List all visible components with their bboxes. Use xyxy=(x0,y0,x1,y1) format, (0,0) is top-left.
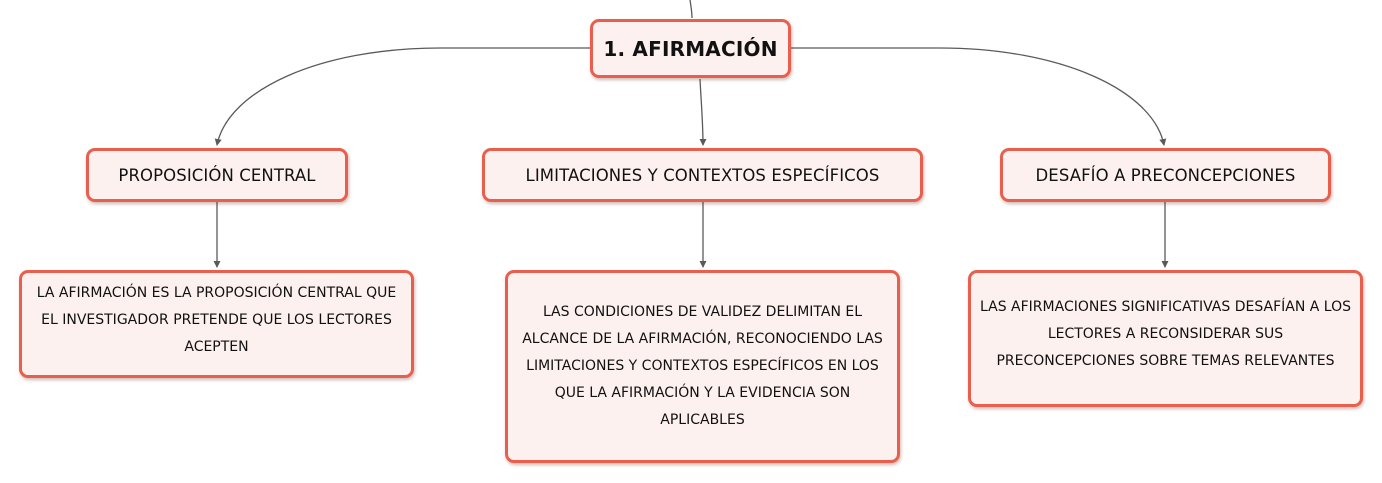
subtopic-label: LIMITACIONES Y CONTEXTOS ESPECÍFICOS xyxy=(525,165,880,185)
root-topic-label: 1. AFIRMACIÓN xyxy=(603,36,778,61)
subtopic-label: PROPOSICIÓN CENTRAL xyxy=(118,165,316,185)
connector-parent-to-root xyxy=(689,0,693,19)
detail-text: LA AFIRMACIÓN ES LA PROPOSICIÓN CENTRAL … xyxy=(36,284,397,355)
subtopic-node-proposicion-central[interactable]: PROPOSICIÓN CENTRAL xyxy=(86,148,348,202)
detail-node-limitaciones[interactable]: LAS CONDICIONES DE VALIDEZ DELIMITAN EL … xyxy=(505,270,900,463)
connector-root-to-proposicion-central xyxy=(214,47,590,146)
detail-text: LAS CONDICIONES DE VALIDEZ DELIMITAN EL … xyxy=(522,304,883,428)
detail-text: LAS AFIRMACIONES SIGNIFICATIVAS DESAFÍAN… xyxy=(980,299,1351,369)
subtopic-node-desafio[interactable]: DESAFÍO A PRECONCEPCIONES xyxy=(1000,148,1331,202)
detail-node-proposicion-central[interactable]: LA AFIRMACIÓN ES LA PROPOSICIÓN CENTRAL … xyxy=(19,270,414,378)
connector-root-to-limitaciones xyxy=(699,78,707,146)
connector-root-to-desafio xyxy=(791,47,1167,146)
root-topic-node[interactable]: 1. AFIRMACIÓN xyxy=(590,19,791,78)
subtopic-label: DESAFÍO A PRECONCEPCIONES xyxy=(1035,165,1296,185)
detail-node-desafio[interactable]: LAS AFIRMACIONES SIGNIFICATIVAS DESAFÍAN… xyxy=(968,270,1363,407)
subtopic-node-limitaciones[interactable]: LIMITACIONES Y CONTEXTOS ESPECÍFICOS xyxy=(482,148,923,202)
